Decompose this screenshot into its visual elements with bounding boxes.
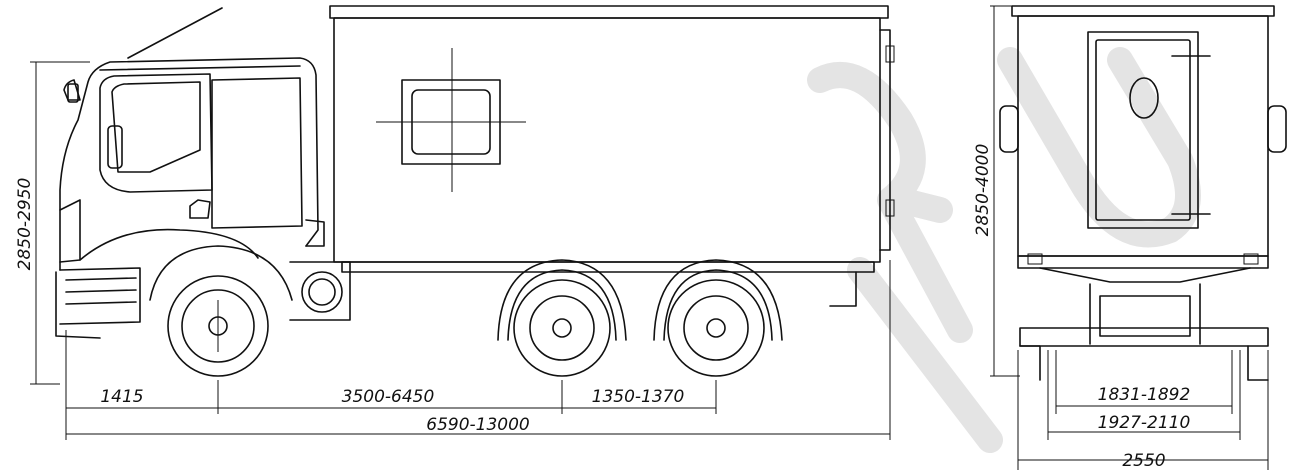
- truck-side-view: [30, 5, 895, 440]
- label-rear-height: 2850-4000: [973, 144, 993, 237]
- box-roof: [329, 5, 889, 19]
- antenna: [127, 7, 223, 59]
- cab-window: [111, 81, 201, 173]
- label-overall-length: 6590-13000: [426, 415, 529, 435]
- label-rear-axle-spacing: 1350-1370: [592, 387, 685, 407]
- cab-door: [99, 73, 213, 193]
- cab: [55, 57, 325, 339]
- side-mirror: [107, 125, 123, 169]
- rear-wheel-2: [653, 259, 783, 377]
- label-wheelbase: 3500-6450: [342, 387, 435, 407]
- rear-dimensions: [990, 5, 1269, 470]
- truck-rear-view: [990, 5, 1287, 470]
- label-side-height: 2850-2950: [15, 178, 35, 271]
- rear-roof: [1011, 5, 1275, 17]
- side-dimensions: [30, 61, 891, 440]
- watermark: [807, 47, 1201, 453]
- cargo-box: [329, 5, 895, 307]
- label-track-inner: 1831-1892: [1098, 385, 1191, 405]
- front-wheel: [149, 245, 293, 377]
- door-porthole: [1129, 77, 1159, 119]
- rear-door: [1087, 31, 1199, 229]
- tank: [289, 261, 351, 321]
- mirror: [67, 83, 79, 103]
- rear-wheel-1: [497, 259, 627, 377]
- label-overall-width: 2550: [1122, 451, 1165, 471]
- rear-bumper: [1019, 327, 1269, 347]
- box-wall: [333, 17, 881, 263]
- label-front-overhang: 1415: [100, 387, 143, 407]
- label-track-outer: 1927-2110: [1098, 413, 1191, 433]
